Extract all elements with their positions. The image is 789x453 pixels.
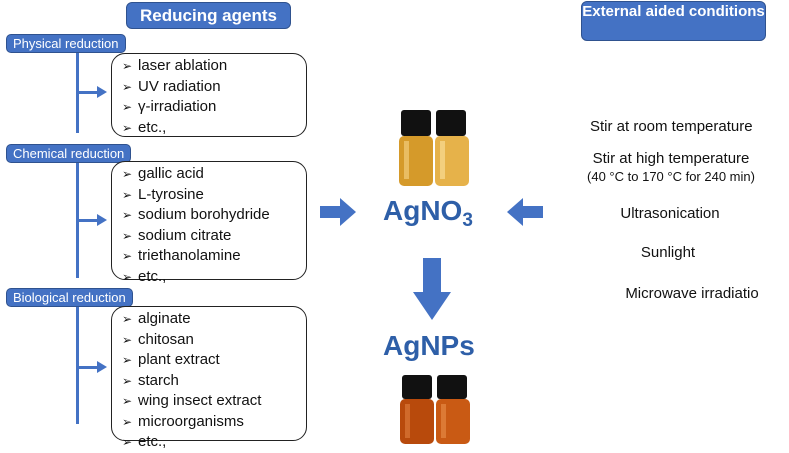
agno3-vials-image — [396, 108, 472, 188]
chemical-connector-line — [76, 163, 79, 278]
list-item: ➢plant extract — [122, 350, 306, 371]
left-arrow-icon — [507, 198, 543, 226]
bullet-arrow-icon: ➢ — [122, 249, 133, 263]
condition-room-temperature: Stir at room temperature — [590, 118, 753, 135]
category-physical-reduction: Physical reduction — [6, 34, 126, 53]
physical-reduction-list: ➢laser ablation ➢UV radiation ➢γ-irradia… — [111, 53, 307, 137]
condition-microwave: Microwave irradiatio — [625, 285, 759, 302]
condition-high-temperature-detail: (40 °C to 170 °C for 240 min) — [587, 169, 755, 184]
chemical-reduction-list: ➢gallic acid ➢L-tyrosine ➢sodium borohyd… — [111, 161, 307, 285]
bullet-arrow-icon: ➢ — [122, 228, 133, 243]
biological-branch-line — [78, 366, 98, 369]
physical-branch-line — [78, 91, 98, 94]
list-item: ➢γ-irradiation — [122, 97, 306, 118]
physical-arrowhead-icon — [97, 86, 107, 98]
list-item: ➢starch — [122, 371, 306, 392]
list-item: ➢etc., — [122, 118, 306, 139]
down-arrow-icon — [413, 258, 451, 320]
list-item: ➢alginate — [122, 309, 306, 330]
condition-high-temperature: Stir at high temperature (40 °C to 170 °… — [576, 150, 766, 184]
right-arrow-icon — [320, 198, 356, 226]
external-conditions-header: External aided conditions — [581, 1, 766, 41]
biological-arrowhead-icon — [97, 361, 107, 373]
list-item: ➢L-tyrosine — [122, 185, 306, 206]
list-item: ➢gallic acid — [122, 164, 306, 185]
chemical-branch-line — [78, 219, 98, 222]
bullet-arrow-icon: ➢ — [122, 167, 133, 181]
list-item: ➢UV radiation — [122, 77, 306, 98]
list-item: ➢laser ablation — [122, 56, 306, 77]
bullet-arrow-icon: ➢ — [122, 373, 133, 388]
bullet-arrow-icon: ➢ — [122, 187, 133, 202]
condition-ultrasonication: Ultrasonication — [620, 205, 720, 222]
bullet-arrow-icon: ➢ — [122, 208, 133, 222]
bullet-arrow-icon: ➢ — [122, 414, 133, 429]
category-chemical-reduction: Chemical reduction — [6, 144, 132, 163]
bullet-arrow-icon: ➢ — [122, 120, 133, 135]
bullet-arrow-icon: ➢ — [122, 394, 133, 408]
biological-connector-line — [76, 307, 79, 424]
list-item: ➢triethanolamine — [122, 246, 306, 267]
bullet-arrow-icon: ➢ — [122, 435, 133, 449]
physical-connector-line — [76, 53, 79, 133]
list-item: ➢microorganisms — [122, 412, 306, 433]
category-biological-reduction: Biological reduction — [6, 288, 133, 307]
bullet-arrow-icon: ➢ — [122, 79, 133, 94]
reducing-agents-header: Reducing agents — [126, 2, 291, 29]
list-item: ➢wing insect extract — [122, 391, 306, 412]
bullet-arrow-icon: ➢ — [122, 332, 133, 347]
chemical-arrowhead-icon — [97, 214, 107, 226]
agno3-label: AgNO3 — [383, 195, 473, 231]
biological-reduction-list: ➢alginate ➢chitosan ➢plant extract ➢star… — [111, 306, 307, 450]
agnps-vials-image — [397, 373, 473, 444]
bullet-arrow-icon: ➢ — [122, 312, 133, 326]
list-item: ➢sodium borohydride — [122, 205, 306, 226]
bullet-arrow-icon: ➢ — [122, 269, 133, 284]
bullet-arrow-icon: ➢ — [122, 100, 133, 114]
condition-sunlight: Sunlight — [640, 244, 696, 261]
list-item: ➢chitosan — [122, 330, 306, 351]
list-item: ➢sodium citrate — [122, 226, 306, 247]
list-item: ➢etc., — [122, 432, 306, 453]
bullet-arrow-icon: ➢ — [122, 59, 133, 73]
bullet-arrow-icon: ➢ — [122, 353, 133, 367]
list-item: ➢etc., — [122, 267, 306, 288]
agnps-label: AgNPs — [383, 330, 475, 361]
